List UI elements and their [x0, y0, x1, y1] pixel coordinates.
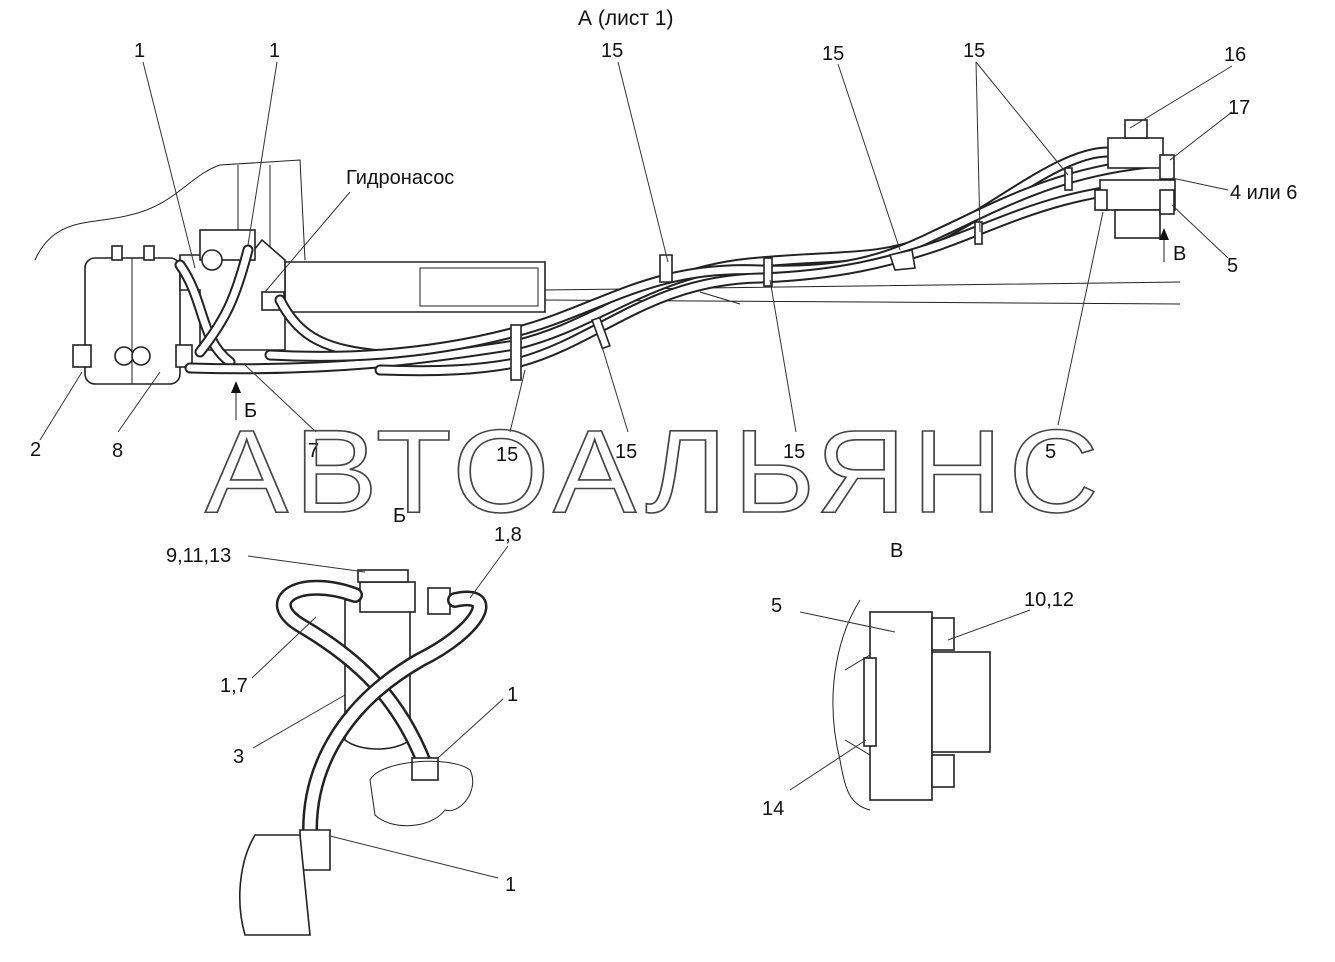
callout-14: 14 [762, 798, 784, 820]
clamp-3 [763, 257, 773, 287]
leaders-view-v [789, 609, 1031, 791]
view-v: В 5 10,12 14 [762, 540, 1074, 820]
view-a-title: А (лист 1) [578, 7, 673, 30]
tank-bracket-left [72, 344, 92, 368]
clamp-4 [888, 249, 916, 271]
tank-bracket-right [175, 344, 193, 368]
callout-16: 16 [1224, 44, 1246, 66]
flange-body [931, 651, 991, 753]
cylinder-head [1107, 137, 1164, 169]
valve-outline [369, 760, 474, 827]
callout-9-11-13: 9,11,13 [166, 545, 231, 567]
callout-15f: 15 [783, 441, 805, 463]
tank-lug-right [143, 245, 155, 261]
bracket-15 [659, 254, 673, 283]
cylinder-base [1114, 209, 1161, 239]
view-v-title: В [890, 540, 903, 562]
clamp-2 [591, 316, 611, 350]
view-b-title: Б [393, 505, 406, 527]
tank-cap-right [131, 346, 151, 366]
fitting-17 [1159, 154, 1175, 180]
leaders-view-a [39, 61, 1233, 441]
filter-outlet-fitting [427, 587, 451, 615]
flange-plate [869, 611, 933, 801]
cylinder-cap [1124, 119, 1148, 139]
callout-5-v: 5 [771, 595, 782, 617]
bracket-lower [239, 834, 311, 936]
tank-lug-left [111, 245, 123, 261]
boom-window [419, 267, 539, 307]
clamp-1 [510, 324, 522, 381]
hose-end-fitting [299, 829, 331, 871]
callout-1-7: 1,7 [220, 675, 248, 697]
callout-10-12: 10,12 [1024, 589, 1074, 611]
callout-15b: 15 [822, 43, 844, 65]
frame-outline [34, 159, 306, 261]
pump-fitting [201, 249, 223, 271]
leaders-view-b [247, 545, 509, 879]
housing-outline [832, 599, 871, 811]
bolt-lower [931, 754, 955, 788]
callout-1b: 1 [269, 40, 280, 62]
callout-5a: 5 [1227, 255, 1238, 277]
callout-1a: 1 [134, 40, 145, 62]
callout-15c: 15 [963, 40, 985, 62]
callout-1-8: 1,8 [494, 524, 522, 546]
o-ring-seat [863, 657, 877, 747]
callout-7: 7 [308, 440, 319, 462]
view-b: Б 9,11,13 1,8 1,7 3 1 1 [166, 505, 522, 936]
clamp-5 [974, 221, 983, 245]
filter-head [359, 581, 416, 613]
clamp-6 [1064, 167, 1073, 191]
tank-cap-left [114, 346, 134, 366]
arrow-v-label: В [1173, 243, 1186, 265]
bolt-upper [931, 617, 955, 651]
callout-1c: 1 [507, 684, 518, 706]
callout-17: 17 [1228, 97, 1250, 119]
callout-2: 2 [30, 439, 41, 461]
view-a: А (лист 1) Гидронасос 1 1 15 15 15 16 17… [30, 7, 1297, 466]
callout-8: 8 [112, 440, 123, 462]
callout-15d: 15 [496, 444, 518, 466]
fitting-5 [1094, 189, 1108, 211]
callout-3: 3 [233, 746, 244, 768]
hose-bundle [184, 146, 1176, 377]
callout-1d: 1 [505, 874, 516, 896]
callout-4-or-6: 4 или 6 [1230, 182, 1297, 204]
lower-fitting [411, 757, 439, 781]
arrow-v-head [1159, 228, 1169, 240]
callout-15a: 15 [601, 40, 623, 62]
boom-beam [284, 261, 546, 313]
pump-label: Гидронасос [346, 167, 454, 189]
arrow-b-head [231, 381, 241, 393]
arrow-b-label: Б [244, 400, 257, 422]
watermark: АВТОАЛЬЯНС [205, 406, 1105, 538]
callout-5b: 5 [1045, 441, 1056, 463]
filter-cap [357, 569, 409, 583]
callout-15e: 15 [615, 441, 637, 463]
fitting-4-or-6 [1159, 189, 1175, 215]
